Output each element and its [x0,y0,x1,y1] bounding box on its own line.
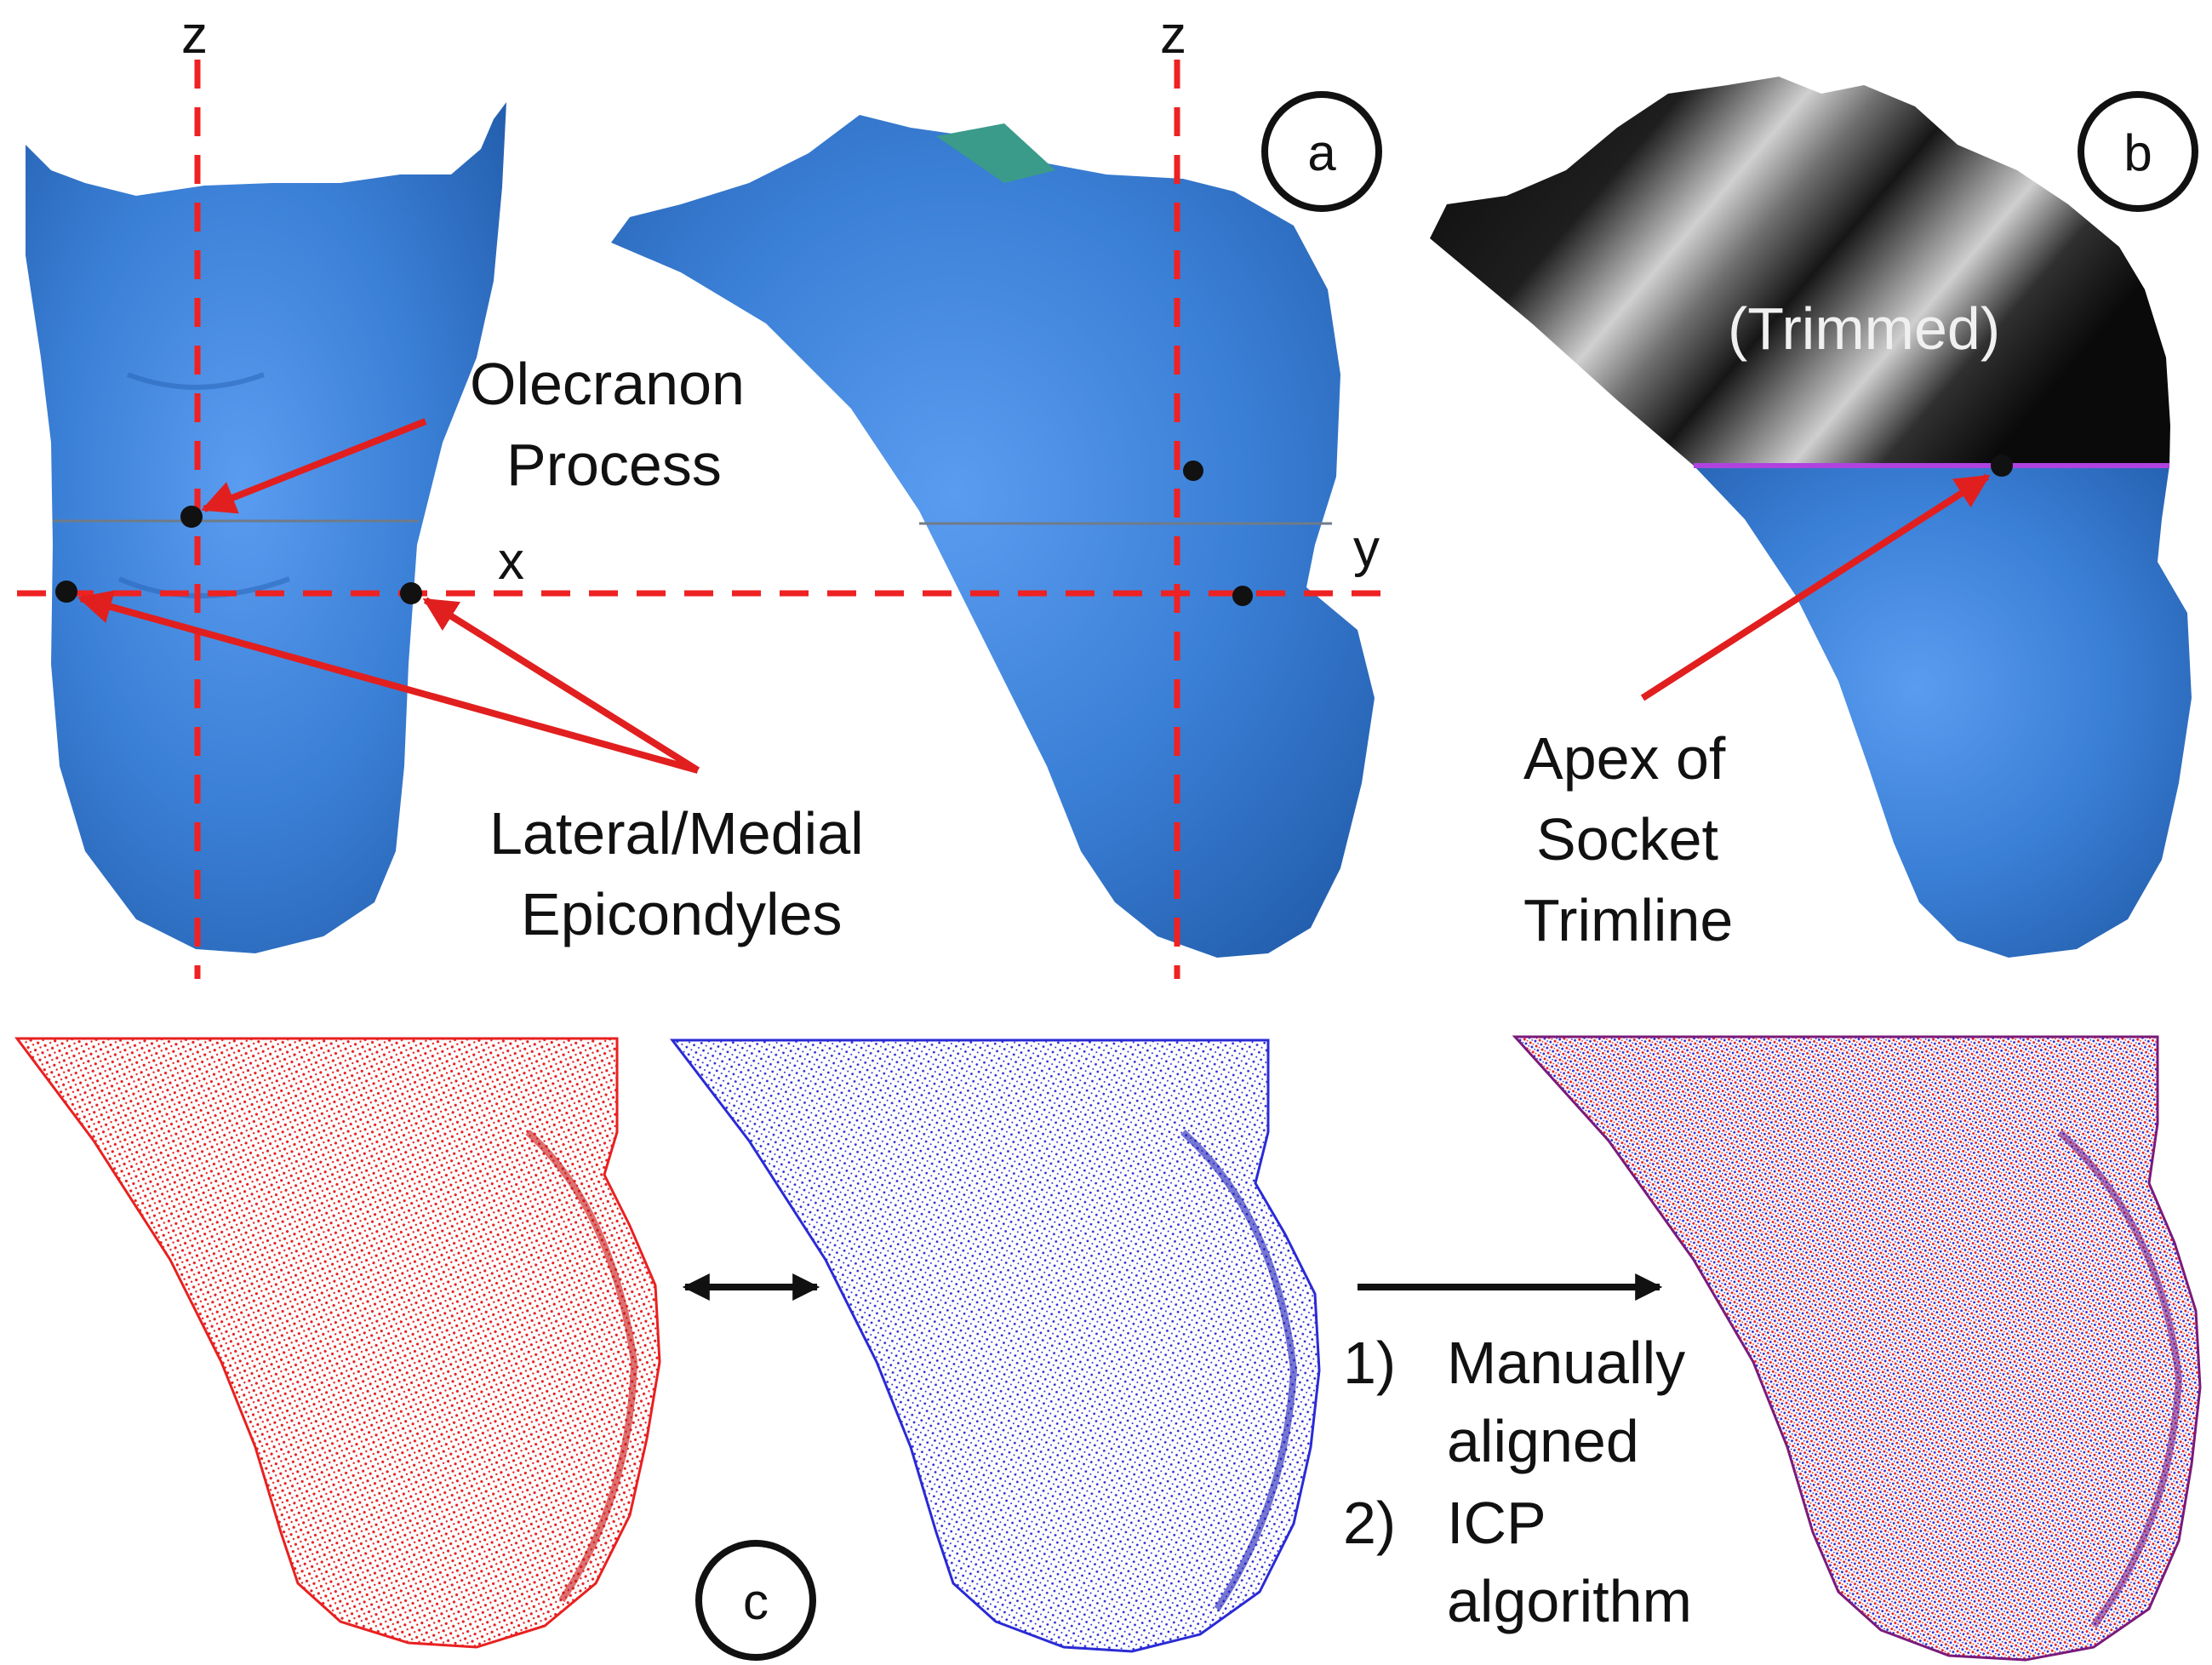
limb-remaining-region [1694,466,2192,958]
badge-c-label: c [743,1573,769,1630]
panel-c: 1) Manually aligned 2) ICP algorithm c [14,1035,2202,1662]
step-2-line1: ICP [1447,1490,1546,1556]
landmark-side-lower [1232,586,1253,606]
badge-b-circle [2078,91,2198,212]
landmark-olecranon [180,506,203,528]
axis-label-x: x [498,532,524,591]
point-cloud-red [14,1037,661,1649]
badge-a-label: a [1307,124,1336,181]
axis-label-y: y [1353,519,1380,578]
arrow-apex [1640,473,1991,701]
label-trimmed: (Trimmed) [1728,295,2000,362]
label-epicondyles-line2: Epicondyles [521,881,842,947]
arrow-epicondyle-left [77,590,700,774]
label-apex-line2: Socket [1536,806,1718,873]
limb-trimmed-region [1430,77,2170,466]
landmark-epicondyle-left [55,581,77,603]
landmark-side-upper [1183,461,1203,481]
landmark-apex [1991,455,2013,477]
landmark-epicondyle-right [400,582,422,604]
step-1-line2: aligned [1447,1408,1639,1474]
step-2-number: 2) [1343,1490,1396,1556]
axis-label-z-front: z [181,6,208,65]
panel-b: (Trimmed) Apex of Socket Trimline b [1430,77,2198,958]
point-cloud-blue [669,1038,1321,1653]
badge-a-circle [1261,91,1382,212]
label-epicondyles-line1: Lateral/Medial [489,800,864,867]
label-olecranon-line1: Olecranon [470,351,745,417]
badge-c-circle [695,1540,816,1661]
label-olecranon-line2: Process [506,432,722,498]
step-1-number: 1) [1343,1330,1396,1396]
limb-side-view [611,115,1375,958]
badge-b-label: b [2123,124,2152,181]
label-apex-line1: Apex of [1523,725,1726,792]
arrow-epicondyle-right [422,597,700,774]
limb-front-view [26,102,506,953]
label-apex-line3: Trimline [1523,887,1733,953]
point-cloud-aligned [1512,1035,2202,1662]
step-1-line1: Manually [1447,1330,1685,1396]
panel-a: z x z y Olecranon Process Lateral/Medial… [17,6,1396,979]
arrow-olecranon [201,418,427,514]
step-2-line2: algorithm [1447,1568,1692,1634]
axis-label-z-side: z [1160,6,1186,65]
